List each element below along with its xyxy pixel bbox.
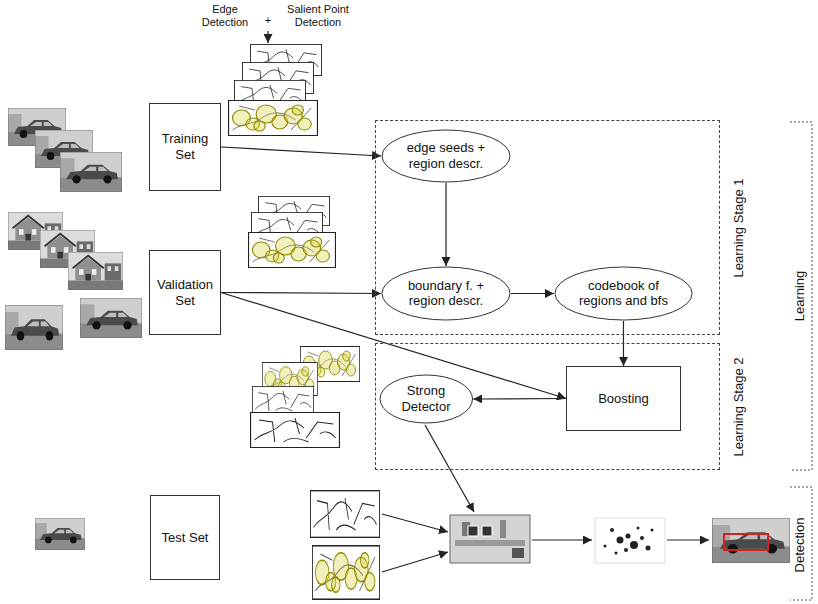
- node-text: Validation Set: [153, 277, 217, 308]
- text-wrap: Test Set: [151, 496, 219, 579]
- text-wrap: edge seeds + region descr.: [398, 140, 494, 171]
- vote-map: [610, 528, 614, 532]
- ellipse-outline: [555, 267, 692, 320]
- ellipse-outline: [382, 267, 510, 320]
- ellipse-outline: [382, 130, 510, 182]
- response-map: [482, 526, 492, 536]
- flow-arrow: [511, 293, 554, 294]
- step-label: Edge Detection: [189, 3, 261, 28]
- text-wrap: Strong Detector: [391, 383, 461, 414]
- process-box: Boosting: [566, 366, 681, 431]
- vote-map: [595, 518, 665, 563]
- flow-arrow: [445, 183, 446, 266]
- ellipse-outline: [380, 375, 473, 423]
- text-wrap: Boosting: [567, 367, 680, 430]
- vote-map: [624, 548, 628, 552]
- vote-map: [617, 537, 624, 544]
- vote-map: [626, 534, 631, 539]
- stage-frame: edge seeds + region descr. boundary f. + …: [375, 120, 720, 335]
- response-map: [468, 526, 478, 536]
- test-photo: [35, 518, 85, 550]
- plus-sign: +: [260, 14, 276, 27]
- vote-map: [595, 518, 665, 563]
- text-wrap: Training Set: [150, 104, 220, 190]
- vote-map: [637, 527, 640, 530]
- node-text: Training Set: [153, 131, 217, 162]
- dataset-box: Validation Set: [149, 250, 221, 335]
- text-wrap: codebook of regions and bfs: [572, 278, 675, 309]
- node-text: Test Set: [162, 530, 209, 546]
- response-map: [450, 515, 530, 563]
- node-text: Boosting: [598, 391, 649, 407]
- salient-image: [312, 546, 379, 599]
- node-text: Strong Detector: [391, 383, 461, 414]
- detection-box: [724, 534, 768, 550]
- node-text: boundary f. + region descr.: [398, 278, 494, 309]
- stage-heading: Learning Stage 2: [731, 357, 747, 456]
- bracket: [790, 122, 812, 470]
- edge-image: [252, 386, 313, 415]
- flow-arrow: [382, 552, 448, 572]
- process-ellipse: codebook of regions and bfs: [554, 266, 693, 321]
- salient-image: [229, 101, 318, 136]
- vote-map: [604, 527, 654, 555]
- response-map: [455, 540, 525, 546]
- node-text: edge seeds + region descr.: [398, 140, 494, 171]
- salient-image: [249, 233, 336, 268]
- step-label: Salient Point Detection: [278, 3, 358, 28]
- bracket: [790, 487, 812, 600]
- response-map: [512, 548, 524, 558]
- process-ellipse: Strong Detector: [379, 374, 474, 424]
- street-photo: [5, 305, 63, 350]
- flow-arrow: [425, 425, 474, 512]
- flow-arrow: [473, 398, 566, 400]
- flow-arrow: [667, 539, 709, 540]
- phase-label: Learning: [793, 271, 808, 322]
- text-wrap: Validation Set: [150, 251, 220, 334]
- flow-arrow: [221, 293, 381, 294]
- response-map: [500, 520, 506, 538]
- car-photo: [60, 152, 122, 192]
- vote-map: [615, 552, 618, 555]
- response-map: [450, 515, 530, 563]
- process-ellipse: edge seeds + region descr.: [381, 129, 511, 183]
- bracket: [790, 122, 812, 600]
- node-text: codebook of regions and bfs: [572, 278, 675, 309]
- street-photo: [80, 298, 142, 338]
- phase-label: Detection: [793, 518, 808, 573]
- house-photo: [68, 252, 123, 290]
- stage-heading: Learning Stage 1: [731, 178, 747, 277]
- flow-arrow: [267, 31, 268, 43]
- result-photo: [712, 518, 790, 563]
- vote-map: [604, 545, 607, 548]
- stage-frame: Strong DetectorBoostingLearning Stage 2: [375, 343, 720, 470]
- dataset-box: Test Set: [150, 495, 220, 580]
- flow-arrow: [382, 514, 448, 532]
- dataset-box: Training Set: [149, 103, 221, 191]
- vote-map: [630, 541, 638, 549]
- flow-arrow: [221, 147, 381, 156]
- vote-map: [646, 546, 651, 551]
- vote-map: [651, 529, 654, 532]
- edge-image: [251, 413, 340, 448]
- text-wrap: boundary f. + region descr.: [398, 278, 494, 309]
- flow-arrow: [532, 539, 592, 540]
- flow-arrow: [268, 31, 709, 572]
- edge-image: [310, 491, 379, 538]
- vote-map: [640, 536, 644, 540]
- process-ellipse: boundary f. + region descr.: [381, 266, 511, 321]
